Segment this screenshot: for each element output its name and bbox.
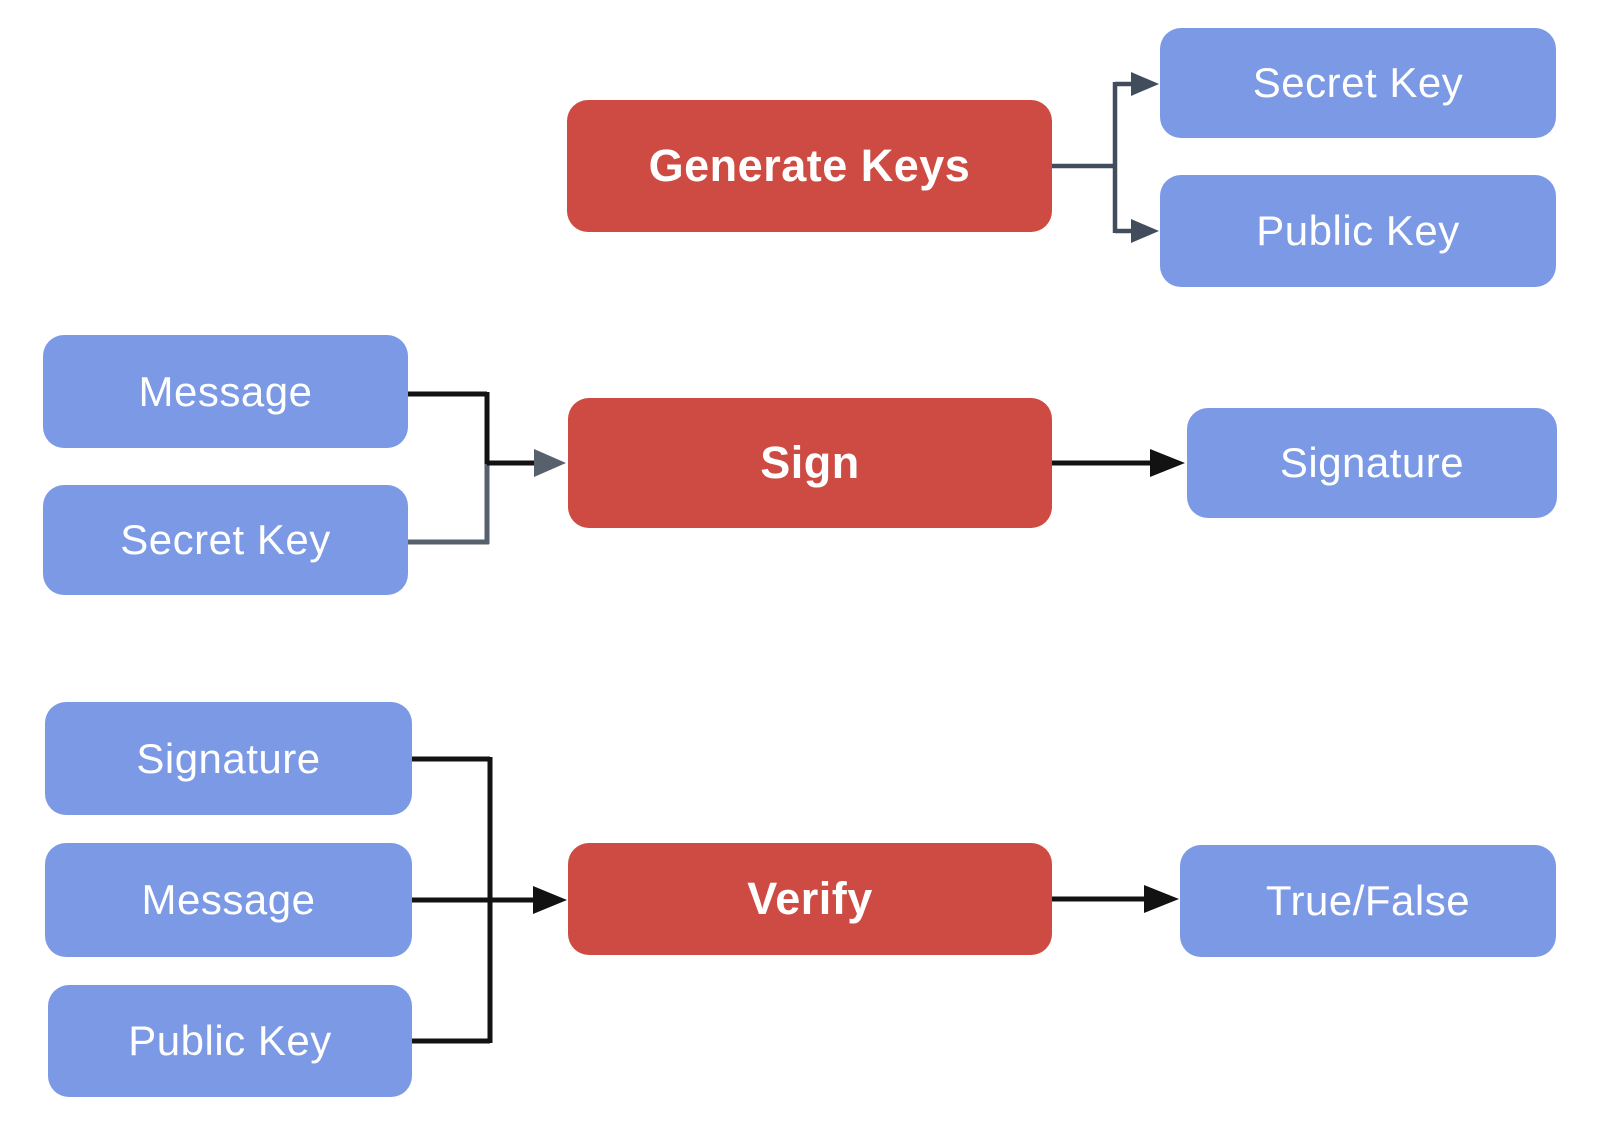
node-verify: Verify (568, 843, 1052, 955)
edge-to-secret-key-arrowhead (1131, 72, 1159, 96)
node-message-sign-input: Message (43, 335, 408, 448)
node-verify-label: Verify (747, 873, 873, 924)
node-message-sign-input-label: Message (138, 367, 313, 415)
node-secret-key-output: Secret Key (1160, 28, 1556, 138)
edge-junction-to-sign-arrowhead (534, 449, 566, 477)
node-signature-verify-input-label: Signature (136, 734, 321, 782)
node-public-key-verify-input: Public Key (48, 985, 412, 1097)
node-message-verify-input-label: Message (141, 876, 316, 923)
edge-sign-to-signature-arrowhead (1150, 449, 1185, 477)
node-public-key-verify-input-label: Public Key (128, 1017, 332, 1064)
node-signature-verify-input: Signature (45, 702, 412, 815)
node-sign: Sign (568, 398, 1052, 528)
node-public-key-output-label: Public Key (1256, 207, 1460, 254)
node-signature-output-label: Signature (1279, 439, 1465, 486)
node-secret-key-output-label: Secret Key (1252, 59, 1464, 106)
node-sign-label: Sign (760, 437, 860, 488)
node-signature-output: Signature (1187, 408, 1557, 518)
node-message-verify-input: Message (45, 843, 412, 957)
edge-to-public-key-arrowhead (1131, 219, 1159, 243)
node-true-false-label: True/False (1265, 877, 1471, 924)
node-public-key-output: Public Key (1160, 175, 1556, 287)
node-secret-key-sign-input: Secret Key (43, 485, 408, 595)
edge-verify-to-true-false-arrowhead (1144, 885, 1179, 913)
node-secret-key-sign-input-label: Secret Key (120, 516, 331, 563)
node-generate-keys: Generate Keys (567, 100, 1052, 232)
node-true-false: True/False (1180, 845, 1556, 957)
edge-message-to-verify-arrowhead (533, 886, 567, 914)
node-generate-keys-label: Generate Keys (648, 140, 971, 191)
